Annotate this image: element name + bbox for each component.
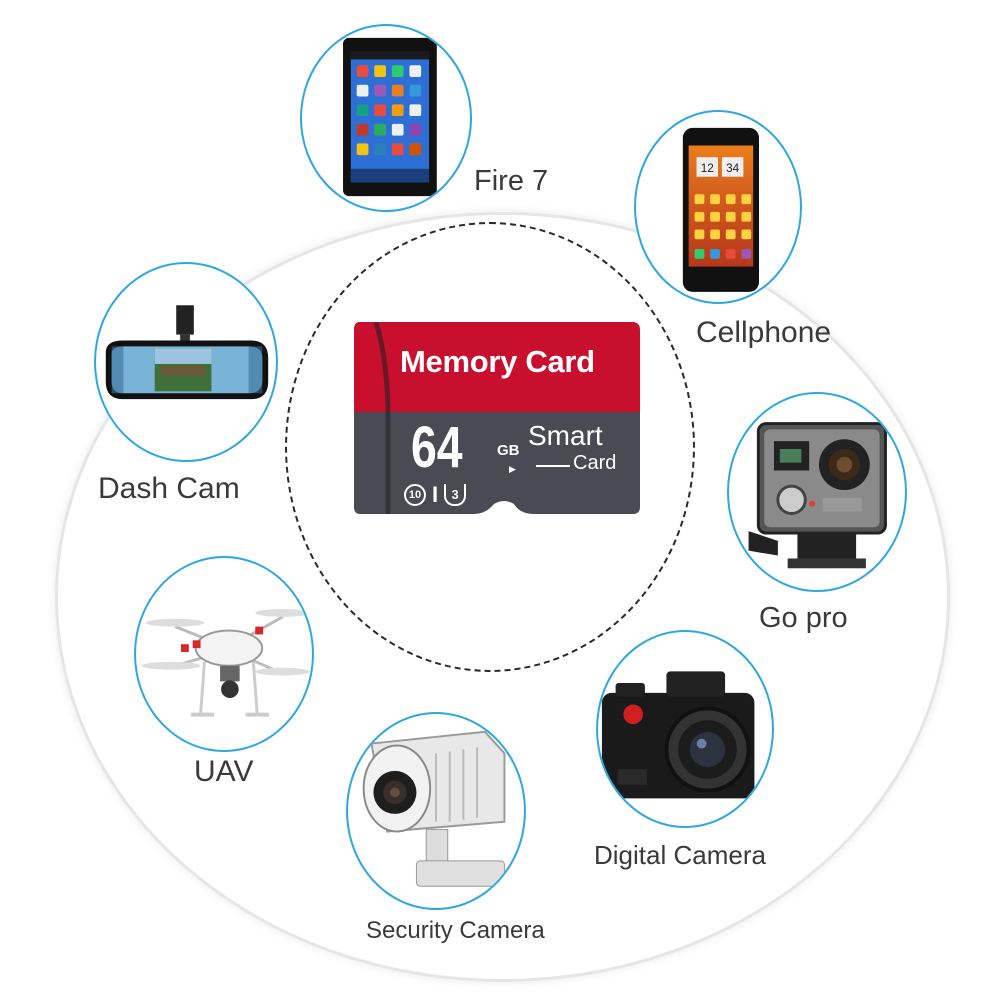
digital-camera-icon [601,671,755,799]
label-gopro: Go pro [759,602,848,634]
label-security-camera: Security Camera [366,917,545,944]
speed-class-icon: 10 [404,484,426,506]
bus-class-mark: I [432,482,439,507]
card-brand-dash [536,465,570,467]
card-unit: GB [497,442,520,459]
dash-cam-mirror-icon [105,305,269,400]
card-brand-line2: Card [573,452,617,474]
device-cellphone: 12 34 [634,110,802,304]
card-arrow-icon: ▶ [509,464,516,474]
uhs-class-icon: 3 [444,484,467,506]
label-cellphone: Cellphone [696,316,832,349]
tablet-icon [343,37,437,197]
card-capacity: 64 [411,415,463,480]
outer-ring [55,212,950,982]
card-class-marks: 10 I 3 [404,482,467,508]
card-title: Memory Card [400,344,595,379]
label-fire7: Fire 7 [474,165,549,197]
security-camera-icon [362,730,506,887]
phone-clock-hour: 12 [701,162,714,175]
memory-card: Memory Card 64 GB ▶ Smart Card 10 I 3 [354,322,640,527]
device-digital-camera [596,630,774,828]
device-dash-cam [94,262,278,462]
label-dash-cam: Dash Cam [98,472,240,505]
label-uav: UAV [194,755,254,788]
device-security-camera [346,712,526,910]
phone-clock-minute: 34 [726,162,740,175]
smartphone-icon: 12 34 [682,127,759,292]
drone-icon [141,609,311,717]
device-fire7 [300,24,472,212]
card-brand-line1: Smart [528,420,603,451]
device-gopro [727,392,907,592]
center-dashed-ring [285,222,695,672]
action-camera-icon [748,422,887,569]
device-uav [134,556,314,752]
label-digital-camera: Digital Camera [594,840,766,870]
